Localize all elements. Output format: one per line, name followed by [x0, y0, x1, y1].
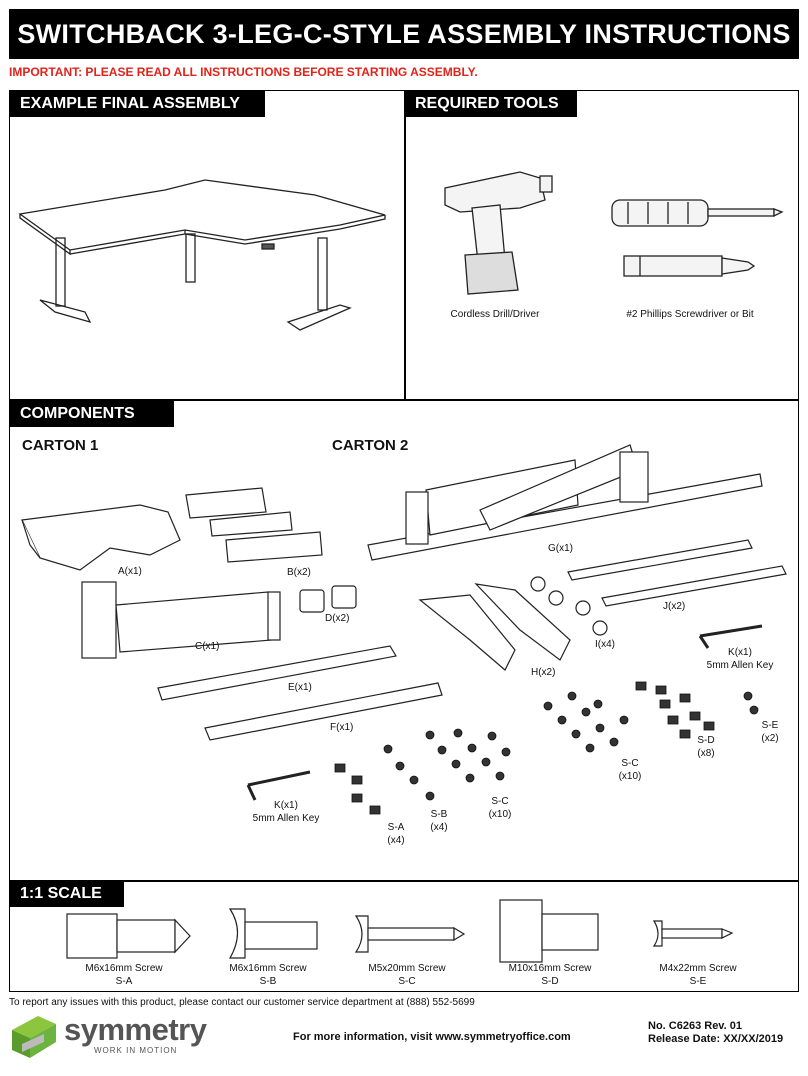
label-SC2: S-C (x10) — [610, 757, 650, 783]
label-K2-qty: K(x1) — [728, 647, 752, 658]
label-SC1-qty: (x10) — [488, 809, 512, 820]
label-A: A(x1) — [118, 566, 142, 577]
scale-code-SE: S-E — [689, 976, 707, 987]
components-tab: COMPONENTS — [10, 401, 174, 427]
label-C: C(x1) — [195, 641, 220, 652]
tool-label-drill: Cordless Drill/Driver — [450, 309, 540, 320]
label-E: E(x1) — [288, 682, 312, 693]
document-number: No. C6263 Rev. 01 — [648, 1020, 742, 1032]
label-SE-qty: (x2) — [761, 733, 779, 744]
label-K1-qty: K(x1) — [274, 800, 298, 811]
label-SC1: S-C (x10) — [480, 795, 520, 821]
logo-tagline: WORK IN MOTION — [94, 1046, 178, 1055]
label-D: D(x2) — [325, 613, 350, 624]
final-assembly-panel: EXAMPLE FINAL ASSEMBLY — [9, 90, 406, 400]
important-notice: IMPORTANT: PLEASE READ ALL INSTRUCTIONS … — [9, 65, 478, 79]
label-SC2-code: S-C — [621, 758, 639, 769]
report-issues-text: To report any issues with this product, … — [9, 997, 475, 1008]
scale-name-SB: M6x16mm Screw — [229, 963, 307, 974]
label-G: G(x1) — [548, 543, 573, 554]
label-I: I(x4) — [595, 639, 615, 650]
scale-code-SB: S-B — [259, 976, 277, 987]
scale-name-SA: M6x16mm Screw — [85, 963, 163, 974]
label-F: F(x1) — [330, 722, 354, 733]
scale-label-SE: M4x22mm Screw S-E — [638, 962, 758, 988]
label-SB-code: S-B — [430, 809, 448, 820]
scale-name-SD: M10x16mm Screw — [508, 963, 592, 974]
label-SE-code: S-E — [761, 720, 779, 731]
tools-tab: REQUIRED TOOLS — [405, 91, 577, 117]
label-SC1-code: S-C — [491, 796, 509, 807]
tool-label-screwdriver: #2 Phillips Screwdriver or Bit — [626, 309, 754, 320]
label-K2: K(x1) 5mm Allen Key — [690, 646, 790, 672]
label-SD: S-D (x8) — [688, 734, 724, 760]
tools-panel: REQUIRED TOOLS — [404, 90, 799, 400]
label-J: J(x2) — [663, 601, 686, 612]
release-date: Release Date: XX/XX/2019 — [648, 1033, 784, 1045]
scale-name-SE: M4x22mm Screw — [659, 963, 737, 974]
label-SD-code: S-D — [697, 735, 715, 746]
label-K1-name: 5mm Allen Key — [252, 813, 320, 824]
carton1-label: CARTON 1 — [22, 437, 99, 454]
scale-panel: 1:1 SCALE — [9, 880, 799, 992]
document-title: SWITCHBACK 3-LEG-C-STYLE ASSEMBLY INSTRU… — [9, 9, 799, 59]
label-SA: S-A (x4) — [378, 821, 414, 847]
scale-label-SB: M6x16mm Screw S-B — [208, 962, 328, 988]
scale-code-SA: S-A — [115, 976, 133, 987]
label-SD-qty: (x8) — [697, 748, 715, 759]
label-SC2-qty: (x10) — [618, 771, 642, 782]
scale-label-SC: M5x20mm Screw S-C — [347, 962, 467, 988]
label-SB-qty: (x4) — [430, 822, 448, 833]
scale-label-SD: M10x16mm Screw S-D — [490, 962, 610, 988]
scale-code-SC: S-C — [398, 976, 416, 987]
label-K1: K(x1) 5mm Allen Key — [236, 799, 336, 825]
label-SA-code: S-A — [387, 822, 405, 833]
scale-name-SC: M5x20mm Screw — [368, 963, 446, 974]
label-K2-name: 5mm Allen Key — [706, 660, 774, 671]
label-SE: S-E (x2) — [752, 719, 788, 745]
label-B: B(x2) — [287, 567, 311, 578]
label-H: H(x2) — [531, 667, 556, 678]
scale-tab: 1:1 SCALE — [10, 881, 124, 907]
carton2-label: CARTON 2 — [332, 437, 409, 454]
final-assembly-tab: EXAMPLE FINAL ASSEMBLY — [10, 91, 265, 117]
label-SA-qty: (x4) — [387, 835, 405, 846]
scale-code-SD: S-D — [541, 976, 559, 987]
more-info-text: For more information, visit www.symmetry… — [293, 1031, 571, 1043]
components-panel: COMPONENTS — [9, 400, 799, 882]
symmetry-logo-text: symmetry — [64, 1012, 207, 1047]
label-SB: S-B (x4) — [421, 808, 457, 834]
scale-label-SA: M6x16mm Screw S-A — [64, 962, 184, 988]
